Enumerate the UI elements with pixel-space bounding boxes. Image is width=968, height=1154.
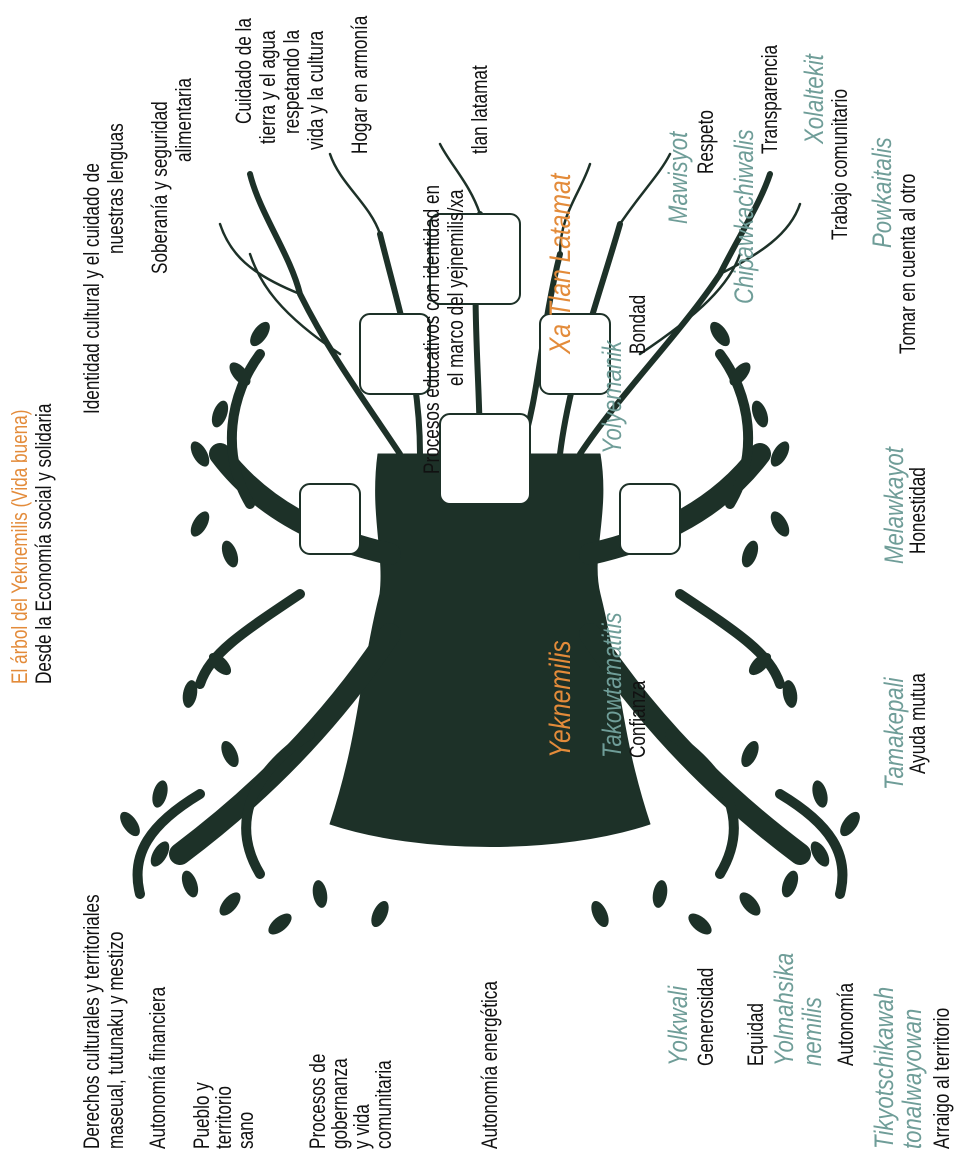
branch	[200, 594, 300, 684]
label-cuidado-line3: respetando la	[280, 30, 304, 134]
value-autonomia: Autonomía	[834, 983, 858, 1066]
label-procesos-line3: tlan latamat	[468, 65, 492, 154]
value-chipawkachiwalis: Chipawkachiwalis	[730, 129, 758, 304]
label-derechos-line2: maseual, tutunaku y mestizo	[104, 932, 128, 1149]
heading-xa-tlan-latamat: Xa Tlan Latamat	[546, 173, 576, 354]
label-cuidado-line1: Cuidado de la	[232, 18, 256, 124]
value-tikyotschikawah: Tikyotschikawah tonalwayowan	[870, 903, 926, 1149]
label-derechos-line1: Derechos culturales y territoriales	[80, 894, 104, 1149]
label-hogar: Hogar en armonía	[348, 16, 372, 154]
value-melawkayot: Melawkayot	[880, 447, 908, 564]
branch	[680, 594, 780, 684]
value-arraigo: Arraigo al territorio	[930, 1008, 954, 1149]
label-procesos-line1: Procesos educativos con identidad en	[420, 185, 444, 474]
label-autonomia-financiera: Autonomía financiera	[146, 987, 170, 1149]
value-equidad: Equidad	[744, 1003, 768, 1066]
value-confianza: Confianza	[626, 681, 650, 758]
label-autonomia-energetica: Autonomía energética	[478, 981, 502, 1149]
label-cuidado-line4: vida y la cultura	[304, 31, 328, 150]
label-pueblo-line3: sano	[234, 1112, 258, 1149]
value-bondad: Bondad	[626, 295, 650, 354]
label-soberania-line2: alimentaria	[172, 78, 196, 162]
value-powkaitalis: Powkaitalis	[868, 137, 896, 248]
value-mawisyot: Mawisyot	[664, 132, 692, 224]
heading-yeknemilis: Yeknemilis	[546, 640, 576, 758]
value-tomar-en-cuenta: Tomar en cuenta al otro	[896, 174, 920, 354]
label-gobernanza-line4: comunitaria	[372, 1060, 396, 1149]
diagram-title: El árbol del Yeknemilis (Vida buena)	[8, 410, 32, 684]
value-trabajo-comunitario: Trabajo comunitario	[828, 89, 852, 240]
label-identidad-line2: nuestras lenguas	[104, 123, 128, 254]
value-yolmahsika-nemilis: Yolmahsika nemilis	[770, 886, 826, 1066]
label-procesos-line2: el marco del yejnemilis/xa	[444, 190, 468, 386]
label-cuidado-line2: tierra y el agua	[256, 30, 280, 144]
value-honestidad: Honestidad	[906, 467, 930, 554]
value-respeto: Respeto	[694, 110, 718, 174]
value-tamakepali: Tamakepali	[880, 678, 908, 790]
label-soberania-line1: Soberanía y seguridad	[148, 101, 172, 274]
value-generosidad: Generosidad	[694, 968, 718, 1066]
value-yolkwali: Yolkwali	[664, 986, 692, 1066]
value-xolaltekit: Xolaltekit	[800, 54, 828, 144]
diagram-subtitle: Desde la Economía social y solidaria	[32, 404, 56, 684]
value-yolyemanik: Yolyemanik	[598, 341, 626, 454]
label-identidad-line1: Identidad cultural y el cuidado de	[80, 163, 104, 414]
value-ayuda-mutua: Ayuda mutua	[906, 673, 930, 774]
value-transparencia: Transparencia	[758, 45, 782, 154]
value-takowtamatitis: Takowtamatitis	[598, 612, 626, 758]
